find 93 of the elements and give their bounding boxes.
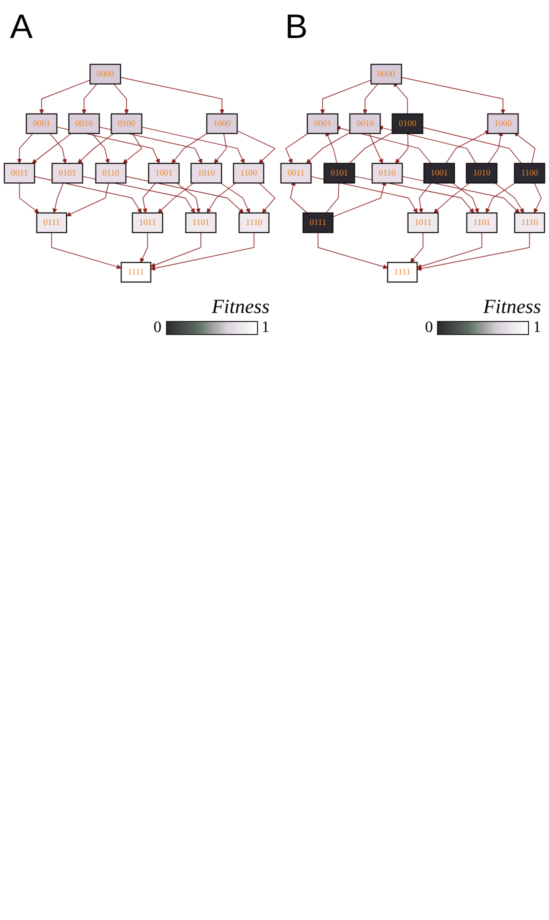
arrow: [410, 232, 424, 263]
arrow: [176, 182, 201, 214]
node-box: 0100: [110, 113, 142, 134]
node-box: 0101: [324, 162, 356, 184]
arrow: [19, 182, 40, 214]
arrow: [368, 133, 383, 164]
arrow: [452, 182, 479, 214]
arrow: [120, 77, 224, 114]
scale-min-label: 0: [154, 319, 162, 338]
arrow: [158, 182, 194, 214]
node-box: 0000: [370, 64, 402, 84]
arrow: [32, 133, 72, 164]
arrow: [113, 84, 129, 114]
arrow: [362, 84, 378, 114]
arrow: [52, 182, 64, 214]
node-box: 0100: [392, 113, 424, 134]
arrow: [142, 182, 156, 214]
arrow: [486, 182, 516, 214]
panel-letter: A: [10, 8, 33, 47]
arrow: [416, 232, 530, 271]
node-box: 0110: [372, 162, 403, 184]
arrow: [318, 232, 388, 270]
scale-title: Fitness: [483, 296, 541, 320]
arrow: [418, 182, 432, 214]
arrow: [514, 132, 536, 164]
scale-max-label: 1: [262, 319, 270, 338]
node-box: 1000: [487, 113, 519, 134]
node-box: 0010: [68, 113, 100, 134]
scale-max-label: 1: [533, 319, 541, 338]
connector: [422, 127, 522, 164]
arrow: [122, 133, 142, 164]
arrow: [150, 232, 254, 271]
arrow: [214, 133, 227, 164]
arrow: [402, 176, 520, 214]
arrow: [236, 130, 276, 164]
node-box: 1110: [514, 212, 546, 234]
node-box: 1101: [185, 212, 216, 234]
node-box: 1011: [407, 212, 439, 234]
node-box: 0111: [36, 212, 68, 234]
arrow: [258, 182, 276, 214]
arrow: [141, 126, 245, 164]
arrow: [434, 182, 470, 214]
arrow: [82, 84, 98, 114]
node-box: 1100: [232, 162, 264, 184]
node-box: 1001: [148, 162, 180, 184]
node-box: 0010: [349, 113, 381, 134]
scale-title: Fitness: [212, 296, 270, 320]
node-box: 1010: [190, 162, 222, 184]
arrow: [66, 182, 109, 216]
arrow: [401, 77, 506, 114]
node-box: 0101: [52, 162, 84, 184]
arrow: [416, 232, 482, 269]
arrow: [17, 133, 34, 164]
arrow: [446, 130, 490, 164]
arrow: [51, 232, 122, 270]
node-box: 0111: [302, 212, 334, 234]
arrow: [126, 176, 244, 214]
arrow: [78, 133, 114, 164]
arrow: [49, 133, 67, 164]
node-box: 0001: [306, 113, 338, 134]
arrow: [320, 80, 372, 114]
node-box: 0011: [280, 162, 312, 184]
arrow: [140, 232, 148, 263]
connector: [326, 182, 340, 214]
node-box: 0110: [95, 162, 126, 184]
node-box: 0001: [26, 113, 58, 134]
connector: [349, 132, 393, 164]
node-box: 1001: [423, 162, 455, 184]
arrow: [393, 82, 408, 114]
node-box: 1100: [514, 162, 546, 184]
arrow: [494, 182, 524, 214]
node-box: 1111: [387, 262, 418, 283]
arrow: [206, 182, 236, 214]
node-box: 0000: [90, 64, 122, 84]
node-box: 0011: [4, 162, 36, 184]
arrow: [285, 133, 308, 164]
node-box: 1111: [120, 262, 152, 283]
arrow: [92, 133, 110, 164]
node-box: 1010: [466, 162, 498, 184]
arrow: [220, 182, 250, 214]
arrow: [172, 133, 208, 164]
node-box: 1000: [206, 113, 238, 134]
arrow: [306, 132, 350, 164]
panel-letter: B: [285, 8, 308, 47]
node-box: 1011: [132, 212, 164, 234]
node-box: 1110: [238, 212, 270, 234]
arrow: [150, 232, 202, 268]
arrow: [34, 176, 142, 214]
arrow: [39, 80, 90, 114]
node-box: 1101: [466, 212, 498, 234]
arrow: [395, 133, 408, 164]
scale-min-label: 0: [425, 319, 433, 338]
arrow: [534, 182, 542, 214]
